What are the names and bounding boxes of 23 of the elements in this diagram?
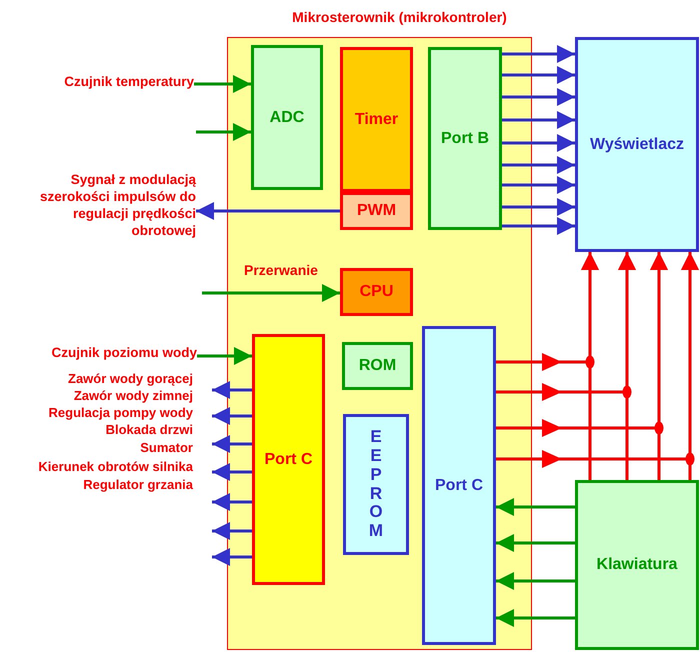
block-box: PWM xyxy=(340,192,413,230)
signal-label: Regulacja pompy wody xyxy=(48,404,193,422)
block-box: Timer xyxy=(340,47,413,192)
signal-label: Kierunek obrotów silnika xyxy=(38,458,193,476)
signal-label: Sygnał z modulacją szerokości impulsów do regulacji prędkości obrotowej xyxy=(18,171,196,247)
block-box: EEPROM xyxy=(343,414,409,555)
block-title: Mikrosterownik (mikrokontroler) xyxy=(291,9,508,25)
block-box: ROM xyxy=(342,342,413,390)
signal-label: Czujnik temperatury xyxy=(30,73,194,93)
block-box: Wyświetlacz xyxy=(575,37,699,252)
block-box: Port C xyxy=(422,326,496,645)
block-box: CPU xyxy=(340,268,413,316)
signal-label: Regulator grzania xyxy=(83,476,193,494)
signal-label: Zawór wody zimnej xyxy=(74,387,193,405)
edge-label: Przerwanie xyxy=(244,262,318,278)
signal-label: Sumator xyxy=(140,439,193,457)
block-box: Klawiatura xyxy=(575,480,699,650)
signal-label: Blokada drzwi xyxy=(106,421,193,439)
block-box: Port B xyxy=(428,47,502,230)
block-box: ADC xyxy=(251,45,323,190)
signal-label: Zawór wody gorącej xyxy=(68,370,193,388)
block-box: Port C xyxy=(252,334,325,585)
signal-label: Czujnik poziomu wody xyxy=(18,344,197,362)
